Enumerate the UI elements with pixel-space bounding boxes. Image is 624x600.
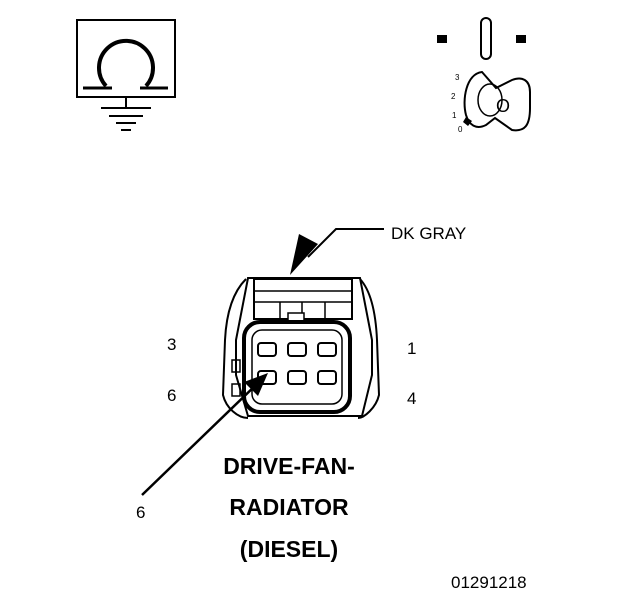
ohmmeter-ground-icon — [76, 19, 176, 131]
pin-callout-arrow — [141, 373, 268, 496]
ignition-position-1: 1 — [452, 111, 457, 120]
pin-label-bottom-right: 4 — [407, 389, 416, 408]
pin-label-top-left: 3 — [167, 335, 176, 354]
figure-id: 01291218 — [451, 573, 527, 592]
ignition-switch-icon: 3 2 1 0 O — [437, 17, 531, 134]
ignition-key-label: O — [496, 96, 510, 116]
connector-title-line-3: (DIESEL) — [240, 536, 338, 562]
wire-color-label: DK GRAY — [391, 224, 466, 243]
ignition-position-3: 3 — [455, 73, 460, 82]
ignition-position-0: 0 — [458, 125, 463, 134]
pin-callout-label: 6 — [136, 503, 145, 522]
connector-title-line-1: DRIVE-FAN- — [223, 453, 355, 479]
connector-face-icon — [221, 277, 381, 419]
connector-title-line-2: RADIATOR — [229, 494, 349, 520]
ignition-position-2: 2 — [451, 92, 456, 101]
wire-color-callout — [290, 228, 384, 275]
pin-label-top-right: 1 — [407, 339, 416, 358]
pin-label-bottom-left: 6 — [167, 386, 176, 405]
